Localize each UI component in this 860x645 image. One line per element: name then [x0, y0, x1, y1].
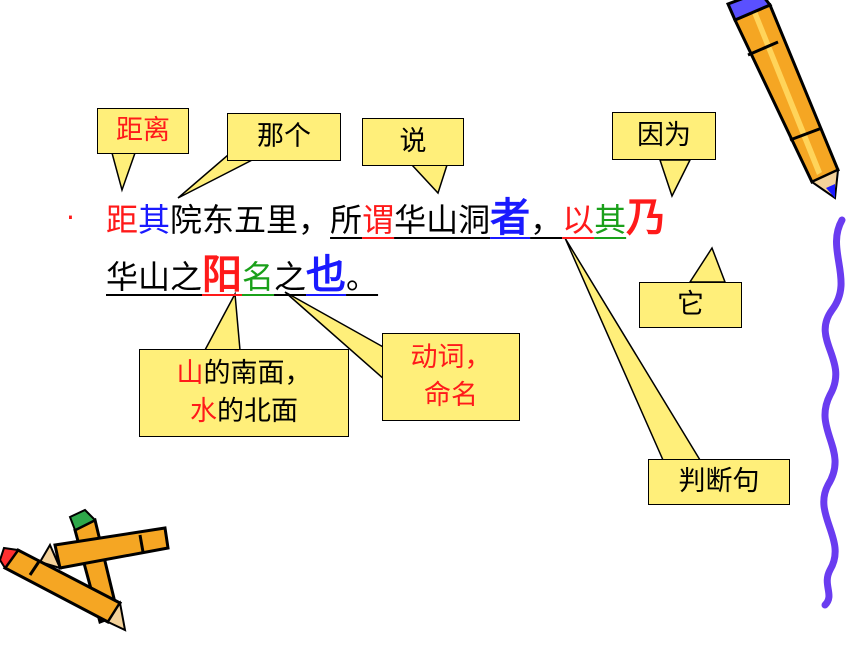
callout-dongci-line2: 命名 [424, 380, 478, 411]
callout-panduanju: 判断句 [648, 459, 790, 505]
callout-yang: 山的南面， 水的北面 [139, 349, 349, 437]
sentence-segment: 其 [594, 201, 627, 239]
sentence-segment: 谓 [362, 201, 395, 239]
sentence-segment: 。 [346, 258, 379, 296]
sentence-segment: 也 [306, 252, 347, 298]
wavy-line [820, 216, 846, 609]
pencils-icon [0, 508, 170, 632]
callout-ta: 它 [639, 282, 742, 328]
pencil-icon [725, 0, 840, 200]
callout-juli: 距离 [97, 108, 189, 154]
sentence-segment: 名 [242, 258, 275, 296]
sentence-line-1: 距其院东五里，所谓华山洞者，以其乃 [106, 198, 666, 240]
sentence-segment: 所 [330, 201, 363, 239]
callout-dongci-line1: 动词， [410, 342, 492, 373]
pointer-yinwei [658, 159, 692, 198]
callout-shuo: 说 [362, 118, 464, 166]
sentence-bullet: · [66, 201, 75, 234]
sentence-segment: 距 [106, 201, 139, 239]
callout-yinwei: 因为 [612, 112, 716, 160]
sentence-segment: 阳 [202, 252, 243, 298]
sentence-segment: ， [530, 201, 563, 239]
sentence-segment: 华山之 [106, 258, 203, 296]
callout-yang-line2: 水的北面 [190, 396, 298, 427]
sentence-line-2: 华山之阳名之也。 [106, 255, 378, 297]
callout-yang-line1: 山的南面， [176, 358, 312, 389]
sentence-segment: 其 [138, 201, 171, 239]
sentence-segment: 华山洞 [394, 201, 491, 239]
sentence-segment: 乃 [626, 195, 667, 241]
callout-dongci: 动词， 命名 [382, 333, 520, 421]
sentence-segment: 院东五里， [170, 201, 331, 239]
callout-nage: 那个 [227, 113, 341, 161]
sentence-segment: 以 [562, 201, 595, 239]
sentence-segment: 之 [274, 258, 307, 296]
sentence-segment: 者 [490, 195, 531, 241]
